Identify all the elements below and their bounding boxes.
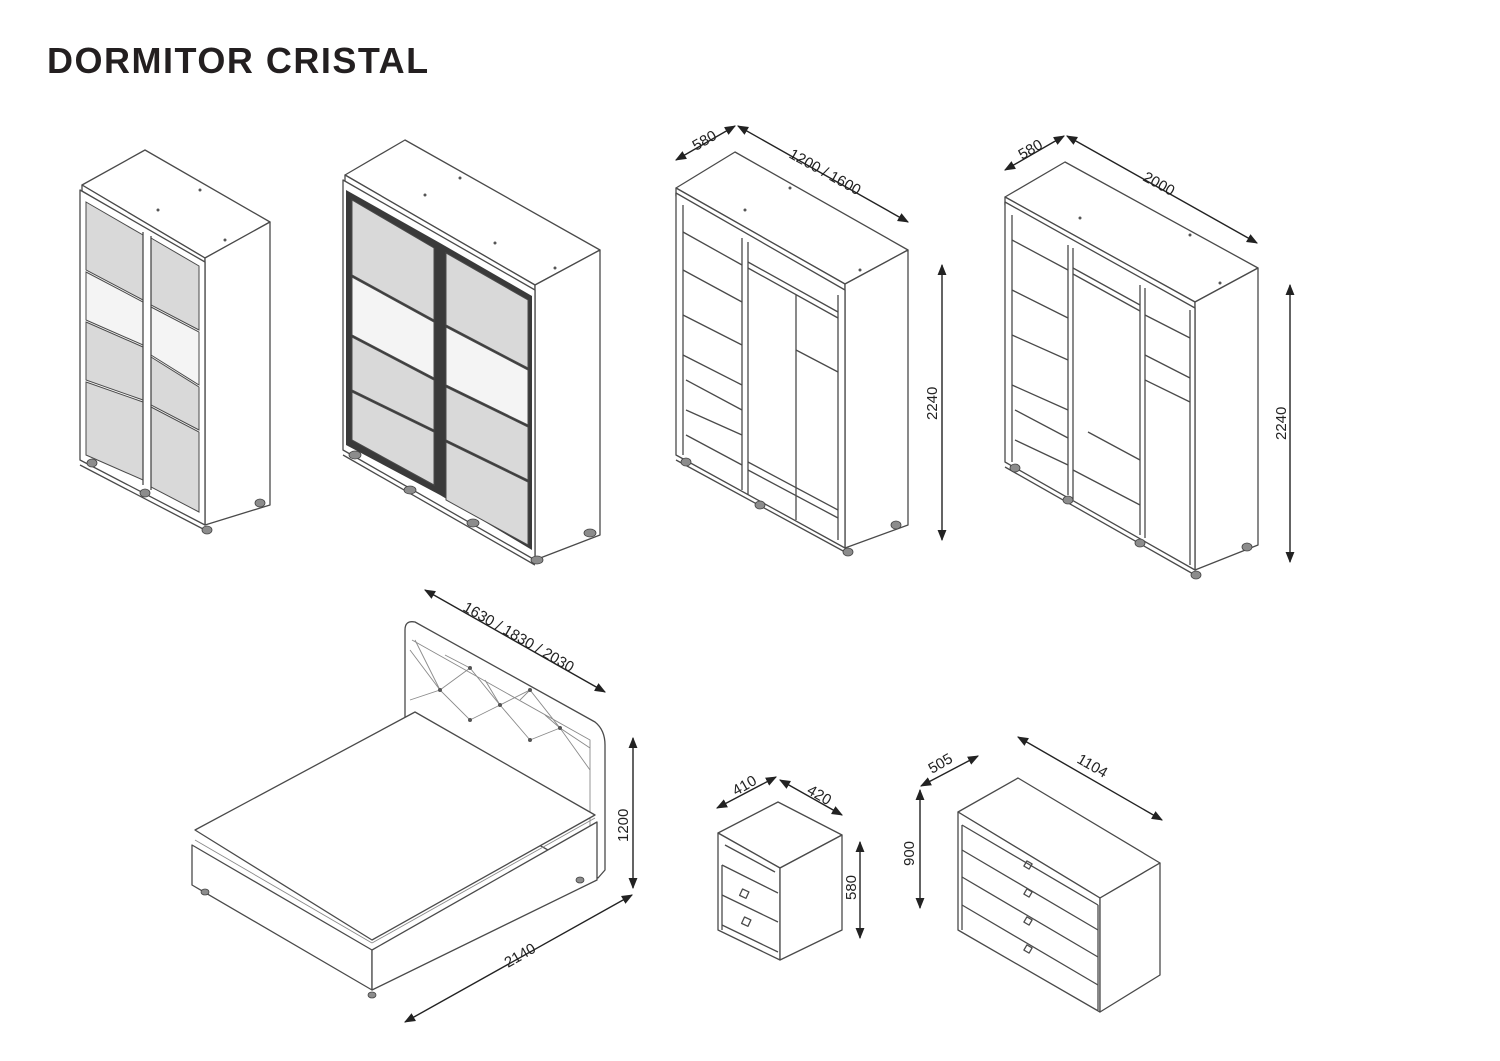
bed-height-label: 1200 xyxy=(615,809,632,842)
wardrobe-sliding-large xyxy=(342,139,601,566)
wardrobe-open-2000 xyxy=(1004,161,1259,580)
dresser xyxy=(957,777,1161,1013)
wardrobe-open-1200 xyxy=(675,151,909,557)
dresser-height-label: 900 xyxy=(901,841,918,866)
wardrobe-a-height-label: 2240 xyxy=(924,387,941,420)
page-title: DORMITOR CRISTAL xyxy=(47,40,430,81)
nightstand-height-label: 580 xyxy=(843,875,860,900)
nightstand xyxy=(717,801,843,961)
wardrobe-sliding-small xyxy=(79,149,271,535)
dimension-lines xyxy=(404,125,1295,1023)
bed-length-label: 2140 xyxy=(502,940,539,971)
nightstand-width-label: 410 xyxy=(730,772,760,799)
dresser-width-label: 1104 xyxy=(1074,751,1110,782)
wardrobe-b-depth-label: 580 xyxy=(1016,136,1046,163)
dresser-depth-label: 505 xyxy=(926,750,956,777)
nightstand-depth-label: 420 xyxy=(804,782,834,809)
bed xyxy=(191,621,606,999)
wardrobe-b-height-label: 2240 xyxy=(1273,407,1290,440)
